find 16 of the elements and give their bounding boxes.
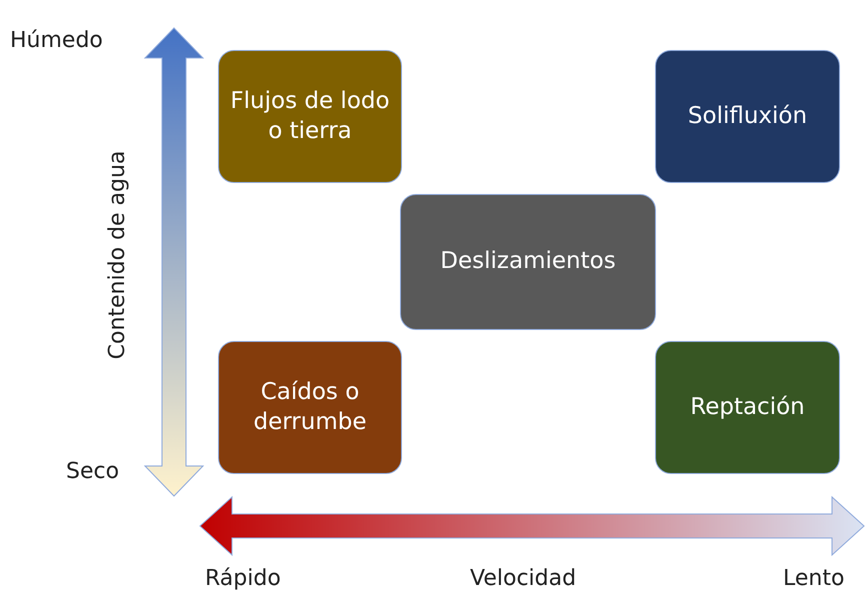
category-box [655, 50, 840, 183]
category-box [218, 50, 402, 183]
axis-label: Velocidad [470, 568, 576, 590]
box-label: Flujos de lodo o tierra [229, 86, 391, 146]
box-label: Deslizamientos [439, 247, 617, 276]
box-label: Reptación [689, 392, 806, 422]
category-box [400, 194, 656, 330]
category-box [655, 341, 840, 474]
axis-label: Rápido [205, 568, 281, 590]
box-label: Caídos o derrumbe [252, 378, 368, 436]
axis-label: Húmedo [10, 30, 103, 52]
axis-label: Seco [66, 461, 120, 483]
axis-label: Lento [783, 568, 844, 590]
category-box [218, 341, 402, 474]
axis-label: Contenido de agua [107, 150, 129, 360]
box-label: Solifluxión [686, 102, 808, 131]
